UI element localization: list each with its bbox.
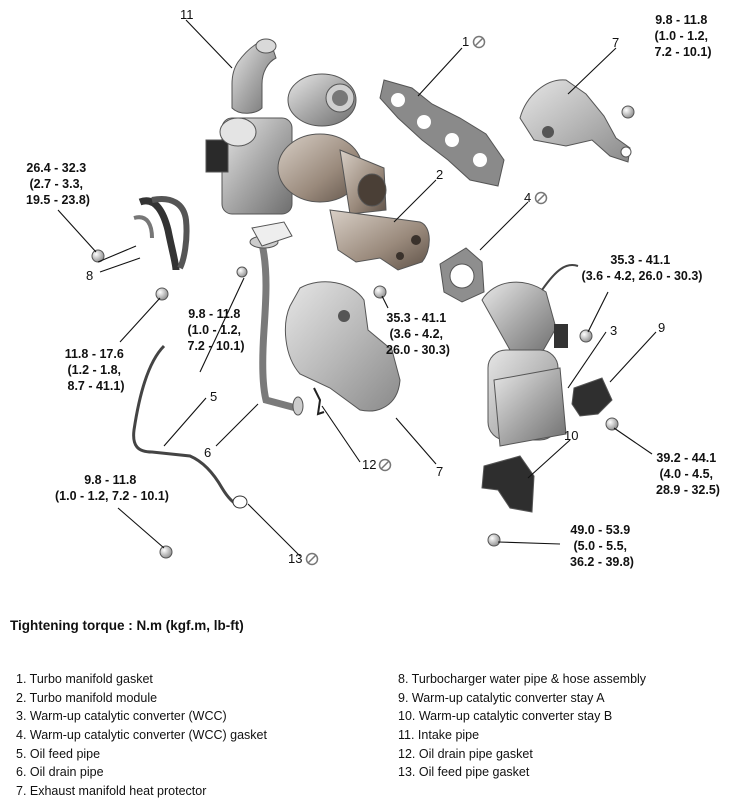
do-not-reuse-icon: [305, 552, 319, 566]
turbo-manifold-module: [329, 209, 430, 271]
callout-9: 9: [658, 320, 665, 335]
torque-label-left-upper: 26.4 - 32.3 (2.7 - 3.3, 19.5 - 23.8): [26, 161, 90, 207]
callout-5: 5: [210, 389, 217, 404]
exploded-parts-diagram: 11 1 7 2 4 8 3 9 5 10 6 12 7 13 9.8 - 11…: [26, 7, 720, 569]
legend-item: 5. Oil feed pipe: [16, 746, 101, 761]
bolt-icon: [159, 545, 173, 559]
callout-8: 8: [86, 268, 93, 283]
callout-7-bottom: 7: [436, 464, 443, 479]
legend-item: 3. Warm-up catalytic converter (WCC): [16, 709, 227, 724]
torque-label-right-lower: 49.0 - 53.9 (5.0 - 5.5, 36.2 - 39.8): [570, 523, 634, 569]
oil-drain-pipe-gasket: [313, 387, 325, 416]
callout-2: 2: [436, 167, 443, 182]
turbocharger: [205, 73, 387, 215]
heat-protector-upper: [519, 79, 632, 163]
legend-item: 8. Turbocharger water pipe & hose assemb…: [398, 672, 647, 686]
water-pipe-hose: [133, 196, 190, 271]
torque-label-center-right: 35.3 - 41.1 (3.6 - 4.2, 26.0 - 30.3): [386, 311, 450, 357]
callout-7-top: 7: [612, 35, 619, 50]
legend-item: 10. Warm-up catalytic converter stay B: [398, 709, 613, 724]
wcc-stay-b: [481, 455, 535, 513]
parts-legend-left: 1. Turbo manifold gasket 2. Turbo manifo…: [16, 670, 267, 801]
bolt-icon: [373, 285, 387, 299]
intake-pipe: [231, 38, 277, 114]
do-not-reuse-icon: [472, 35, 486, 49]
turbo-manifold-gasket: [379, 79, 505, 187]
parts-legend-right: 8. Turbocharger water pipe & hose assemb…: [398, 670, 646, 782]
legend-item: 2. Turbo manifold module: [16, 690, 158, 705]
bolt-icon: [579, 329, 593, 343]
callout-11: 11: [180, 7, 194, 22]
bolt-icon: [155, 287, 169, 301]
bolt-icon: [605, 417, 619, 431]
legend-item: 12. Oil drain pipe gasket: [398, 746, 533, 761]
callout-1: 1: [462, 34, 469, 49]
callout-13: 13: [288, 551, 302, 566]
torque-label-center: 9.8 - 11.8 (1.0 - 1.2, 7.2 - 10.1): [188, 307, 245, 353]
heat-protector-center: [284, 281, 401, 412]
oil-feed-pipe: [132, 344, 248, 509]
wcc-stay-a: [571, 377, 613, 417]
legend-item: 13. Oil feed pipe gasket: [398, 765, 530, 780]
legend-item: 11. Intake pipe: [398, 728, 480, 743]
torque-label-right-upper: 35.3 - 41.1 (3.6 - 4.2, 26.0 - 30.3): [582, 253, 703, 283]
do-not-reuse-icon: [534, 191, 548, 205]
torque-label-right-mid: 39.2 - 44.1 (4.0 - 4.5, 28.9 - 32.5): [656, 451, 720, 497]
legend-item: 4. Warm-up catalytic converter (WCC) gas…: [16, 728, 267, 743]
bolt-icon: [236, 266, 248, 278]
legend-item: 1. Turbo manifold gasket: [16, 672, 153, 686]
torque-label-left-lower: 9.8 - 11.8 (1.0 - 1.2, 7.2 - 10.1): [55, 473, 169, 503]
callout-3: 3: [610, 323, 617, 338]
torque-units-caption: Tightening torque : N.m (kgf.m, lb-ft): [10, 618, 244, 633]
legend-item: 9. Warm-up catalytic converter stay A: [398, 690, 605, 705]
bolt-icon: [621, 105, 635, 119]
torque-label-left-mid: 11.8 - 17.6 (1.2 - 1.8, 8.7 - 41.1): [65, 347, 128, 393]
warm-up-catalytic-converter: [481, 264, 579, 447]
callout-6: 6: [204, 445, 211, 460]
wcc-gasket: [439, 247, 485, 303]
callout-10: 10: [564, 428, 578, 443]
legend-item: 7. Exhaust manifold heat protector: [16, 784, 207, 799]
turbo-oil-drain-gasket: [251, 221, 293, 247]
leader-lines: [57, 19, 657, 557]
legend-item: 6. Oil drain pipe: [16, 765, 104, 780]
bolt-icon: [487, 533, 501, 547]
do-not-reuse-icon: [378, 458, 392, 472]
callout-4: 4: [524, 190, 531, 205]
torque-label-top-right: 9.8 - 11.8 (1.0 - 1.2, 7.2 - 10.1): [655, 13, 712, 59]
callout-12: 12: [362, 457, 376, 472]
